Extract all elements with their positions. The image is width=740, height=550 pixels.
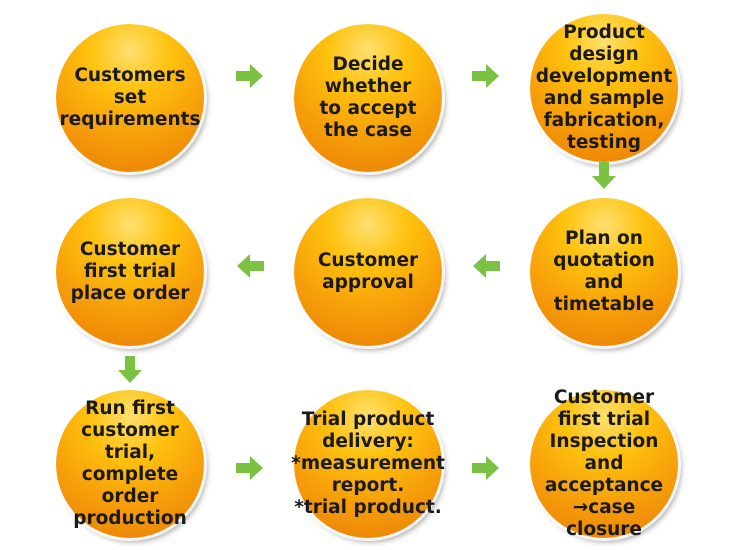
step-customers-set-requirements: Customers set requirements	[53, 21, 207, 175]
arrow-right-icon	[472, 62, 500, 90]
arrow-down-icon	[116, 356, 144, 384]
step-label: Customers set requirements	[59, 65, 201, 130]
step-label: Trial product delivery: *measurement rep…	[291, 409, 445, 518]
step-label: Plan on quotation and timetable	[553, 228, 655, 315]
step-inspection-acceptance-closure: Customer first trial Inspection and acce…	[527, 387, 681, 541]
step-label: Run first customer trial, complete order…	[73, 398, 187, 529]
step-run-first-customer-trial: Run first customer trial, complete order…	[53, 387, 207, 541]
step-decide-accept-case: Decide whether to accept the case	[291, 21, 445, 175]
step-label: Customer first trial place order	[70, 239, 190, 304]
step-product-design-development: Product design development and sample fa…	[527, 11, 681, 165]
arrow-down-icon	[590, 162, 618, 190]
arrow-right-icon	[236, 62, 264, 90]
step-label: Customer first trial Inspection and acce…	[544, 387, 664, 540]
step-plan-quotation-timetable: Plan on quotation and timetable	[527, 195, 681, 349]
arrow-left-icon	[236, 252, 264, 280]
arrow-right-icon	[472, 454, 500, 482]
step-customer-first-trial-place-order: Customer first trial place order	[53, 195, 207, 349]
arrow-left-icon	[472, 252, 500, 280]
arrow-right-icon	[236, 454, 264, 482]
step-trial-product-delivery: Trial product delivery: *measurement rep…	[291, 387, 445, 541]
step-label: Product design development and sample fa…	[535, 22, 673, 153]
step-label: Customer approval	[317, 250, 419, 293]
step-customer-approval: Customer approval	[291, 195, 445, 349]
step-label: Decide whether to accept the case	[319, 54, 417, 141]
